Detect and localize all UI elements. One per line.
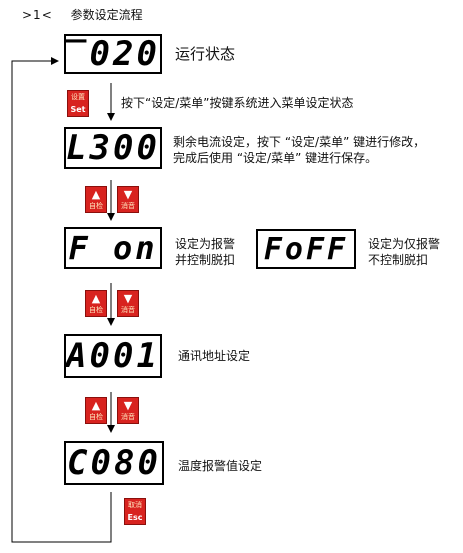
esc-key-label: Esc <box>127 513 143 522</box>
down-key-label: 消音 <box>121 413 135 421</box>
label-temperature: 温度报警值设定 <box>178 459 263 473</box>
down-arrow-icon: ▼ <box>123 399 133 412</box>
up-arrow-icon: ▲ <box>91 399 101 412</box>
set-key-label: Set <box>70 105 86 114</box>
label-address: 通讯地址设定 <box>178 349 251 363</box>
label-run-state: 运行状态 <box>175 45 236 63</box>
page-title: 参数设定流程 <box>70 8 143 22</box>
down-arrow-icon: ▼ <box>123 188 133 201</box>
down-key-button[interactable]: ▼ 消音 <box>117 397 139 424</box>
display-alarm-only: FoFF <box>256 229 356 269</box>
return-loop-arrow <box>11 57 112 543</box>
up-arrow-icon: ▲ <box>91 188 101 201</box>
up-arrow-icon: ▲ <box>91 292 101 305</box>
up-key-label: 自检 <box>89 202 103 210</box>
down-key-label: 消音 <box>121 202 135 210</box>
display-run-state: ‾020 <box>64 34 162 74</box>
set-key-button[interactable]: 设置 Set <box>67 90 89 117</box>
display-leak-current: L300 <box>64 127 162 169</box>
down-key-label: 消音 <box>121 306 135 314</box>
down-key-button[interactable]: ▼ 消音 <box>117 186 139 213</box>
display-temperature: C080 <box>64 441 164 485</box>
display-alarm-trip: F on <box>64 227 162 269</box>
page-header: >1< 参数设定流程 <box>22 6 143 23</box>
up-key-button[interactable]: ▲ 自检 <box>85 397 107 424</box>
up-key-button[interactable]: ▲ 自检 <box>85 290 107 317</box>
down-key-button[interactable]: ▼ 消音 <box>117 290 139 317</box>
label-alarm-only-line1: 设定为仅报警 <box>368 237 441 251</box>
up-key-label: 自检 <box>89 306 103 314</box>
step-indicator: >1< <box>22 8 53 22</box>
set-key-top: 设置 <box>71 93 85 101</box>
label-alarm-trip-line2: 并控制脱扣 <box>175 253 236 267</box>
label-alarm-only-line2: 不控制脱扣 <box>368 253 429 267</box>
display-address: A001 <box>64 334 162 378</box>
label-alarm-trip-line1: 设定为报警 <box>175 237 236 251</box>
label-leak-line1: 剩余电流设定，按下 “设定/菜单” 键进行修改， <box>173 135 426 149</box>
label-leak-line2: 完成后使用 “设定/菜单” 键进行保存。 <box>173 151 378 165</box>
esc-key-button[interactable]: 取消 Esc <box>124 498 146 525</box>
label-enter-menu: 按下“设定/菜单”按键系统进入菜单设定状态 <box>121 96 354 110</box>
up-key-label: 自检 <box>89 413 103 421</box>
esc-key-top: 取消 <box>128 501 142 509</box>
up-key-button[interactable]: ▲ 自检 <box>85 186 107 213</box>
down-arrow-icon: ▼ <box>123 292 133 305</box>
